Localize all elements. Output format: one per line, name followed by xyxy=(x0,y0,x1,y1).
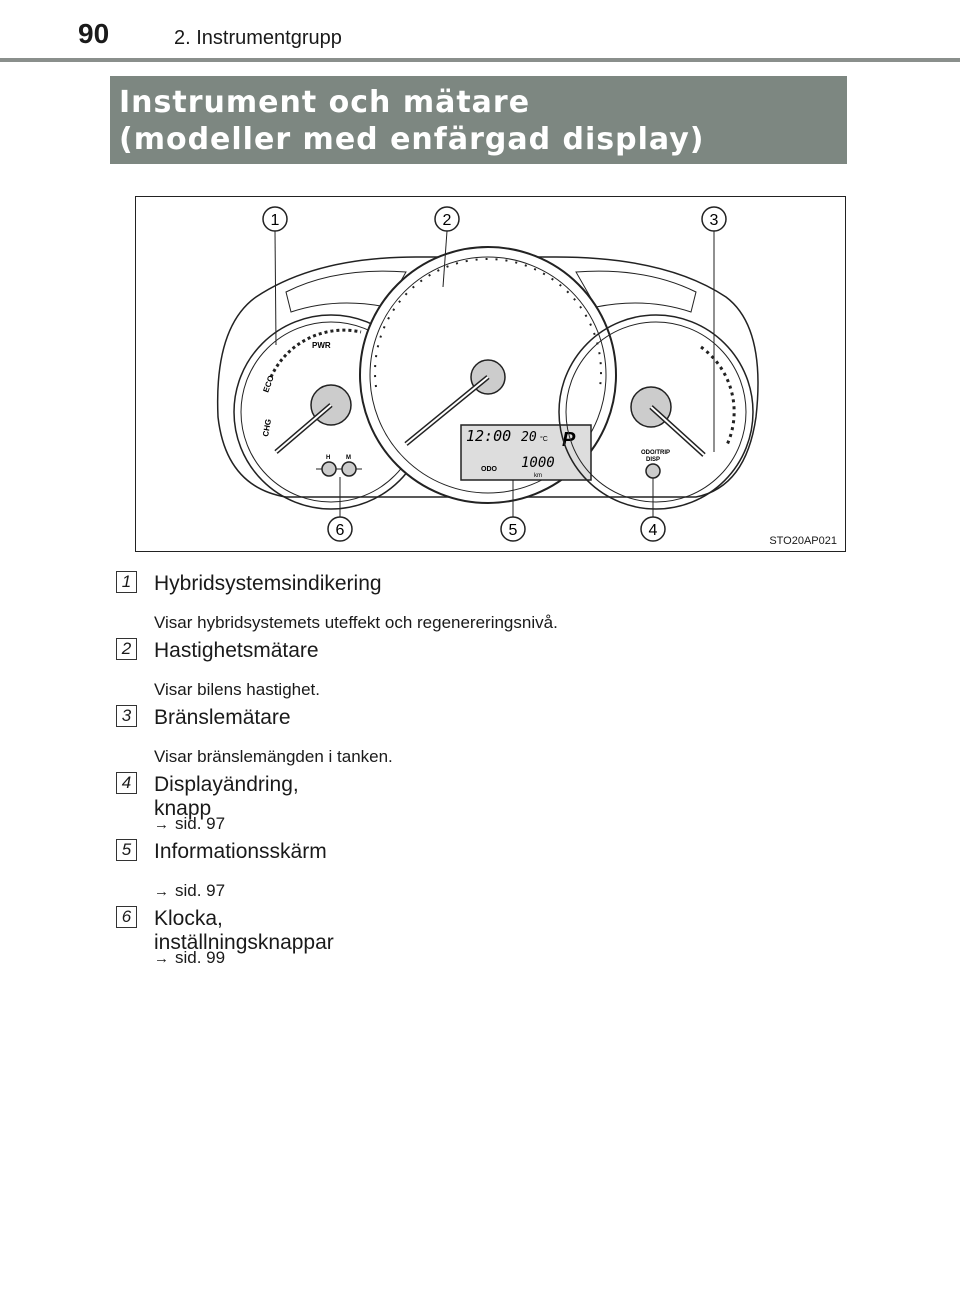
m-label: M xyxy=(346,455,351,461)
arrow-icon: → xyxy=(154,883,169,900)
instrument-cluster-drawing: PWR ECO CHG H M 12:00 20 °C P ODO 1000 k… xyxy=(216,206,759,542)
item-title: Hastighetsmätare xyxy=(154,639,319,662)
item-reference: → sid. 99 xyxy=(154,948,225,968)
figure-code: STO20AP021 xyxy=(769,535,837,547)
callout-1: 1 xyxy=(262,206,288,232)
eco-label: ECO xyxy=(261,374,275,393)
item-description: Visar bränslemängden i tanken. xyxy=(154,747,393,766)
disp-label: DISP xyxy=(646,457,660,463)
h-label: H xyxy=(326,455,330,461)
header-rule xyxy=(0,58,960,62)
item-title: Informationsskärm xyxy=(154,840,327,863)
svg-text:1: 1 xyxy=(271,212,280,229)
m-button[interactable] xyxy=(341,461,357,477)
pwr-label: PWR xyxy=(312,341,331,350)
reference-link[interactable]: sid. 97 xyxy=(175,814,226,833)
instrument-cluster-figure: PWR ECO CHG H M 12:00 20 °C P ODO 1000 k… xyxy=(135,196,846,552)
item-number: 4 xyxy=(116,772,137,794)
display-temp-unit: °C xyxy=(540,435,548,443)
banner-line-2: (modeller med enfärgad display) xyxy=(119,122,705,157)
item-title: Klocka, inställningsknappar xyxy=(154,907,334,954)
svg-text:2: 2 xyxy=(443,212,452,229)
arrow-icon: → xyxy=(154,950,169,967)
svg-text:5: 5 xyxy=(509,522,518,539)
callout-4: 4 xyxy=(640,516,666,542)
item-number: 2 xyxy=(116,638,137,660)
section-title: 2. Instrumentgrupp xyxy=(174,27,342,49)
h-button[interactable] xyxy=(321,461,337,477)
odo-trip-label: ODO/TRIP xyxy=(641,450,670,456)
item-title: Hybridsystemsindikering xyxy=(154,572,382,595)
svg-text:3: 3 xyxy=(710,212,719,229)
display-odo-unit: km xyxy=(534,473,542,479)
item-description: Visar bilens hastighet. xyxy=(154,680,321,699)
reference-link[interactable]: sid. 97 xyxy=(175,881,226,900)
odo-trip-button[interactable] xyxy=(645,463,661,479)
display-odo-value: 1000 xyxy=(521,455,555,471)
reference-link[interactable]: sid. 99 xyxy=(175,948,226,967)
chg-label: CHG xyxy=(261,418,273,437)
display-clock: 12:00 xyxy=(466,427,511,445)
display-temp: 20 xyxy=(521,430,537,445)
item-number: 3 xyxy=(116,705,137,727)
item-number: 5 xyxy=(116,839,137,861)
item-number: 6 xyxy=(116,906,137,928)
item-title: Bränslemätare xyxy=(154,706,291,729)
item-title: Displayändring, knapp xyxy=(154,773,299,820)
svg-text:6: 6 xyxy=(336,522,345,539)
banner-line-1: Instrument och mätare xyxy=(119,85,531,120)
item-description: Visar hybridsystemets uteffekt och regen… xyxy=(154,613,558,632)
svg-text:4: 4 xyxy=(649,522,658,539)
arrow-icon: → xyxy=(154,816,169,833)
item-reference: → sid. 97 xyxy=(154,881,225,901)
callout-3: 3 xyxy=(701,206,727,232)
display-odo-label: ODO xyxy=(481,466,498,473)
callout-6: 6 xyxy=(327,516,353,542)
item-number: 1 xyxy=(116,571,137,593)
callout-5: 5 xyxy=(500,516,526,542)
chapter-banner: Instrument och mätare (modeller med enfä… xyxy=(110,76,847,164)
callout-2: 2 xyxy=(434,206,460,232)
item-reference: → sid. 97 xyxy=(154,814,225,834)
page-number: 90 xyxy=(78,18,110,49)
